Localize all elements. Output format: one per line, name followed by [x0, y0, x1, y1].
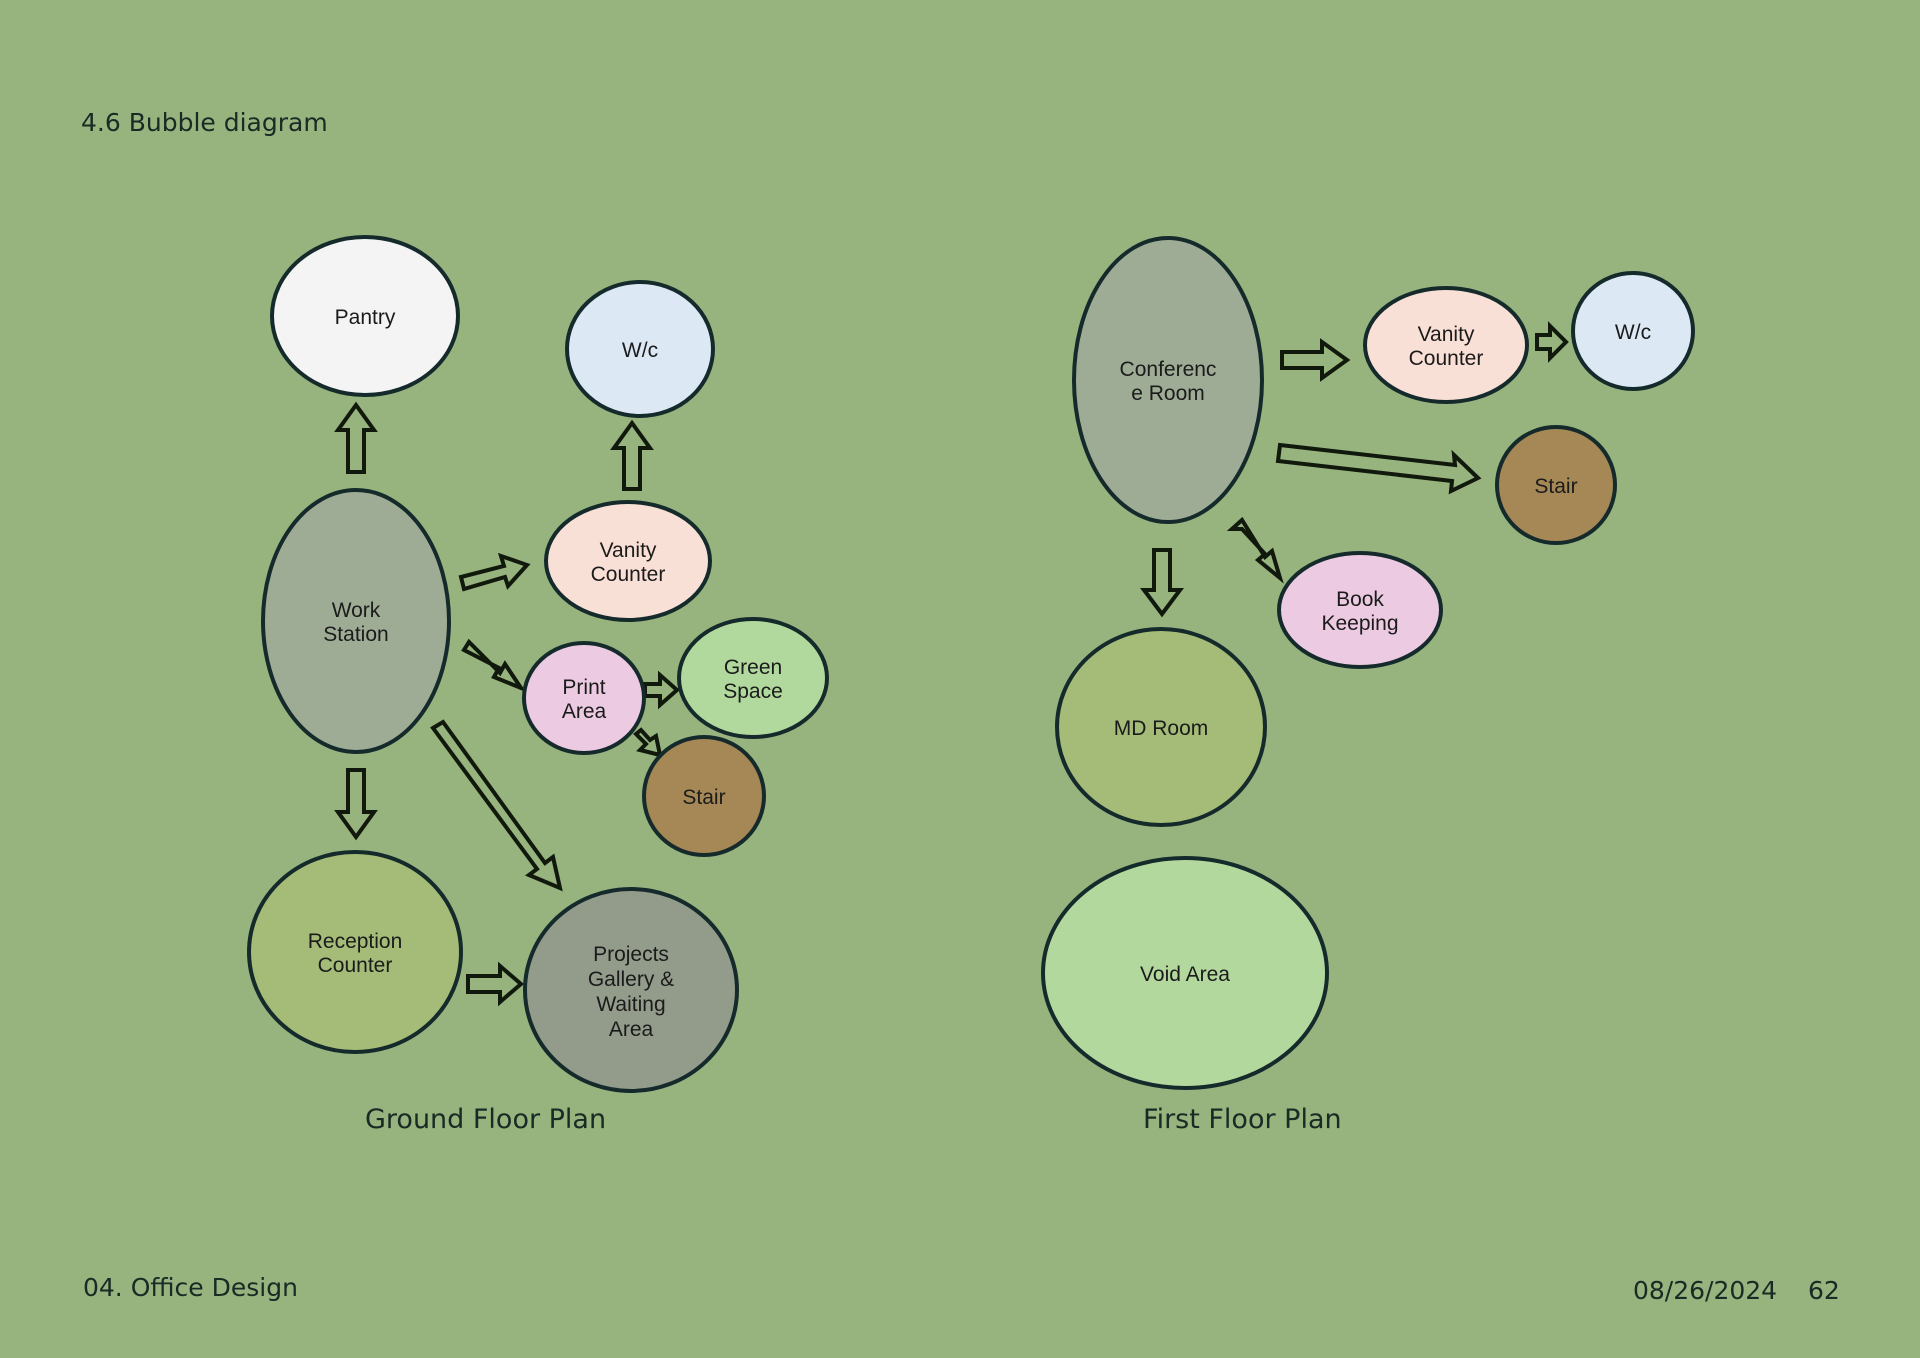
label-work-line2: Station	[323, 623, 388, 646]
bubble-stair-first	[1495, 425, 1617, 545]
label-vanity-line2: Counter	[591, 563, 666, 586]
ground-floor-caption: Ground Floor Plan	[365, 1104, 607, 1135]
footer-section: 04. Office Design	[83, 1273, 298, 1302]
bubble-void-area	[1041, 856, 1329, 1090]
label-work-line1: Work	[332, 599, 381, 622]
arrow-print-to-green	[643, 670, 681, 710]
label-vanity-first-line2: Counter	[1409, 347, 1484, 370]
bubble-work-station	[261, 488, 451, 754]
bubble-vanity-counter	[544, 500, 712, 622]
bubble-pantry	[270, 235, 460, 397]
arrow-conference-to-vanity	[1280, 338, 1351, 382]
arrow-conference-to-md	[1140, 548, 1184, 618]
bubble-green-space	[677, 617, 829, 739]
label-green-line2: Space	[723, 680, 783, 703]
section-title: 4.6 Bubble diagram	[81, 108, 328, 137]
label-void-area: Void Area	[1140, 963, 1230, 986]
label-reception-line2: Counter	[318, 954, 393, 977]
label-vanity-line1: Vanity	[600, 539, 657, 562]
arrow-conference-to-book	[1226, 516, 1284, 584]
label-conference-line1: Conferenc	[1120, 358, 1217, 381]
bubble-wc-first	[1571, 271, 1695, 391]
arrow-conference-to-stair	[1275, 442, 1482, 495]
arrow-work-to-projects	[430, 719, 563, 892]
first-floor-caption: First Floor Plan	[1143, 1104, 1342, 1135]
label-stair-ground: Stair	[682, 786, 725, 809]
bubble-md-room	[1055, 627, 1267, 827]
label-pantry: Pantry	[335, 306, 396, 329]
bubble-print-area	[522, 641, 646, 755]
label-projects-line4: Area	[609, 1018, 654, 1041]
bubble-conference-room	[1072, 236, 1264, 524]
bubble-reception-counter	[247, 850, 463, 1054]
arrow-vanity-to-wc	[610, 419, 654, 491]
label-print-line1: Print	[562, 676, 605, 699]
bubble-book-keeping	[1277, 551, 1443, 669]
label-reception-line1: Reception	[308, 930, 403, 953]
arrow-print-to-stair	[633, 727, 663, 758]
label-wc-first: W/c	[1615, 321, 1651, 344]
label-print-line2: Area	[562, 700, 607, 723]
label-projects-line2: Gallery &	[588, 968, 674, 991]
label-md-room: MD Room	[1114, 717, 1209, 740]
label-projects-line3: Waiting	[596, 993, 665, 1016]
label-stair-first: Stair	[1534, 475, 1577, 498]
arrow-work-to-reception	[334, 768, 378, 841]
label-wc: W/c	[622, 339, 658, 362]
label-book-line1: Book	[1336, 588, 1384, 611]
label-green-line1: Green	[724, 656, 782, 679]
bubble-stair-ground	[642, 735, 766, 857]
footer-page-number: 62	[1808, 1276, 1840, 1305]
bubble-wc	[565, 280, 715, 418]
bubble-vanity-counter-first	[1363, 286, 1529, 404]
arrow-vanity-to-wc-first	[1535, 321, 1569, 363]
arrow-reception-to-projects	[466, 961, 525, 1007]
label-conference-line2: e Room	[1131, 382, 1205, 405]
arrow-work-to-pantry	[334, 401, 378, 474]
label-book-line2: Keeping	[1321, 612, 1398, 635]
arrow-work-to-print	[461, 638, 527, 693]
arrow-work-to-vanity	[458, 552, 531, 592]
label-projects-line1: Projects	[593, 943, 669, 966]
footer-date: 08/26/2024	[1633, 1276, 1778, 1305]
bubble-projects-gallery	[523, 887, 739, 1093]
label-vanity-first-line1: Vanity	[1418, 323, 1475, 346]
